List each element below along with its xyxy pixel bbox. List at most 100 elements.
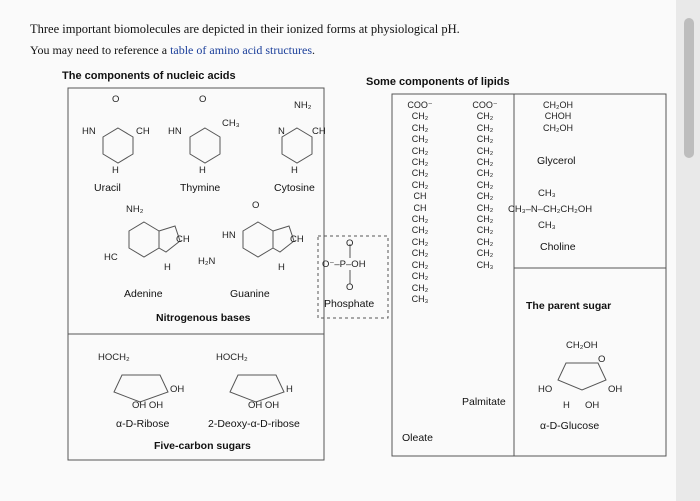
guanine-ch: CH — [290, 234, 304, 245]
oleate-label: Oleate — [402, 432, 433, 444]
chem-group: CH₂ — [411, 179, 429, 190]
chem-group: CH₂ — [411, 259, 429, 270]
question-suffix: . — [312, 43, 316, 57]
chem-group: CH₂ — [411, 157, 429, 168]
glycerol-label: Glycerol — [537, 155, 576, 167]
palmitate-label: Palmitate — [462, 396, 506, 408]
cytosine-nh2: NH₂ — [294, 100, 312, 111]
chem-group: CH₂ — [411, 122, 429, 133]
chem-group: CH₂ — [476, 157, 494, 168]
chem-group: CH₂ — [411, 236, 429, 247]
lipids-heading: Some components of lipids — [366, 76, 510, 88]
phosphate-o-top: O — [346, 238, 354, 249]
choline-label: Choline — [540, 241, 576, 253]
deoxyribose-hoch2: HOCH₂ — [216, 352, 248, 363]
adenine-label: Adenine — [124, 288, 163, 300]
five-carbon-sugars-label: Five-carbon sugars — [154, 440, 251, 452]
chem-group: CHOH — [544, 111, 572, 122]
chem-group: CH₂ — [411, 145, 429, 156]
chem-group: CH — [413, 191, 427, 202]
guanine-hn: HN — [222, 230, 236, 241]
chem-group: CH₂ — [411, 248, 429, 259]
chem-group: CH₂ — [476, 168, 494, 179]
chem-group: CH₂ — [476, 134, 494, 145]
adenine-nh2: NH₂ — [126, 204, 144, 215]
chem-group: CH₂ — [476, 111, 494, 122]
chem-group: CH₂ — [476, 248, 494, 259]
uracil-ch: CH — [136, 126, 150, 137]
chem-group: CH₂ — [476, 202, 494, 213]
thymine-ch3: CH₃ — [222, 118, 240, 129]
cytosine-label: Cytosine — [274, 182, 315, 194]
thymine-label: Thymine — [180, 182, 221, 194]
glucose-ch2oh: CH₂OH — [566, 340, 598, 351]
question-line-2: You may need to reference a table of ami… — [30, 43, 315, 58]
chem-group: CH₂ — [411, 282, 429, 293]
guanine-h: H — [278, 262, 285, 273]
scrollbar[interactable] — [676, 0, 700, 501]
glucose-oh-bottom: OH — [585, 400, 600, 411]
chem-group: CH₂ — [411, 271, 429, 282]
cytosine-h: H — [291, 165, 298, 176]
parent-sugar-label: The parent sugar — [526, 300, 612, 312]
guanine-h2n: H₂N — [198, 256, 216, 267]
guanine-label: Guanine — [230, 288, 270, 300]
chem-group: CH₂ — [476, 236, 494, 247]
chem-group: CH₃ — [476, 259, 494, 270]
amino-acid-table-link[interactable]: table of amino acid structures — [170, 43, 313, 57]
chem-group: CH₃ — [411, 293, 429, 304]
choline-mid: CH₃–N–CH₂CH₂OH — [508, 204, 593, 215]
adenine-hc: HC — [104, 252, 118, 263]
uracil-h: H — [112, 165, 119, 176]
uracil-o: O — [112, 94, 120, 105]
chem-group: CH₂ — [411, 225, 429, 236]
thymine-h: H — [199, 165, 206, 176]
choline-bottom: CH₃ — [538, 220, 556, 231]
adenine-ch: CH — [176, 234, 190, 245]
uracil-label: Uracil — [94, 182, 121, 194]
chem-group: CH₂ — [411, 168, 429, 179]
thymine-hn: HN — [168, 126, 182, 137]
chem-group: CH₂ — [476, 122, 494, 133]
guanine-o: O — [252, 200, 260, 211]
chem-group: COO⁻ — [472, 100, 498, 110]
nucleic-acids-heading: The components of nucleic acids — [62, 70, 236, 82]
chem-group: CH₂ — [476, 179, 494, 190]
glucose-ho: HO — [538, 384, 553, 395]
chem-group: CH₂ — [411, 134, 429, 145]
ribose-hoch2: HOCH₂ — [98, 352, 130, 363]
thymine-o: O — [199, 94, 207, 105]
chem-group: CH₂ — [476, 225, 494, 236]
chem-group: CH₂ — [411, 214, 429, 225]
ribose-oh: OH — [170, 384, 185, 395]
glucose-label: α-D-Glucose — [540, 420, 600, 432]
glucose-o: O — [598, 354, 606, 365]
choline-top: CH₃ — [538, 188, 556, 199]
adenine-h: H — [164, 262, 171, 273]
figure-lines — [67, 87, 667, 461]
deoxyribose-oh-oh: OH OH — [248, 400, 280, 411]
glucose-oh: OH — [608, 384, 623, 395]
question-prefix: You may need to reference a — [30, 43, 171, 57]
chem-group: CH₂OH — [543, 100, 573, 110]
chem-group: CH₂ — [411, 111, 429, 122]
uracil-hn: HN — [82, 126, 96, 137]
ribose-label: α-D-Ribose — [116, 418, 170, 430]
nitrogenous-bases-label: Nitrogenous bases — [156, 312, 251, 324]
scroll-thumb[interactable] — [684, 18, 694, 158]
phosphate-label: Phosphate — [324, 298, 375, 310]
cytosine-ch: CH — [312, 126, 326, 137]
chem-group: CH₂ — [476, 214, 494, 225]
deoxyribose-label: 2-Deoxy-α-D-ribose — [208, 418, 300, 430]
glucose-h: H — [563, 400, 570, 411]
cytosine-n: N — [278, 126, 285, 137]
chem-group: CH₂ — [476, 191, 494, 202]
chem-group: CH — [413, 202, 427, 213]
chem-group: CH₂OH — [543, 122, 573, 133]
phosphate-formula: O⁻–P–OH — [322, 259, 366, 270]
chem-group: CH₂ — [476, 145, 494, 156]
deoxyribose-h: H — [286, 384, 293, 395]
